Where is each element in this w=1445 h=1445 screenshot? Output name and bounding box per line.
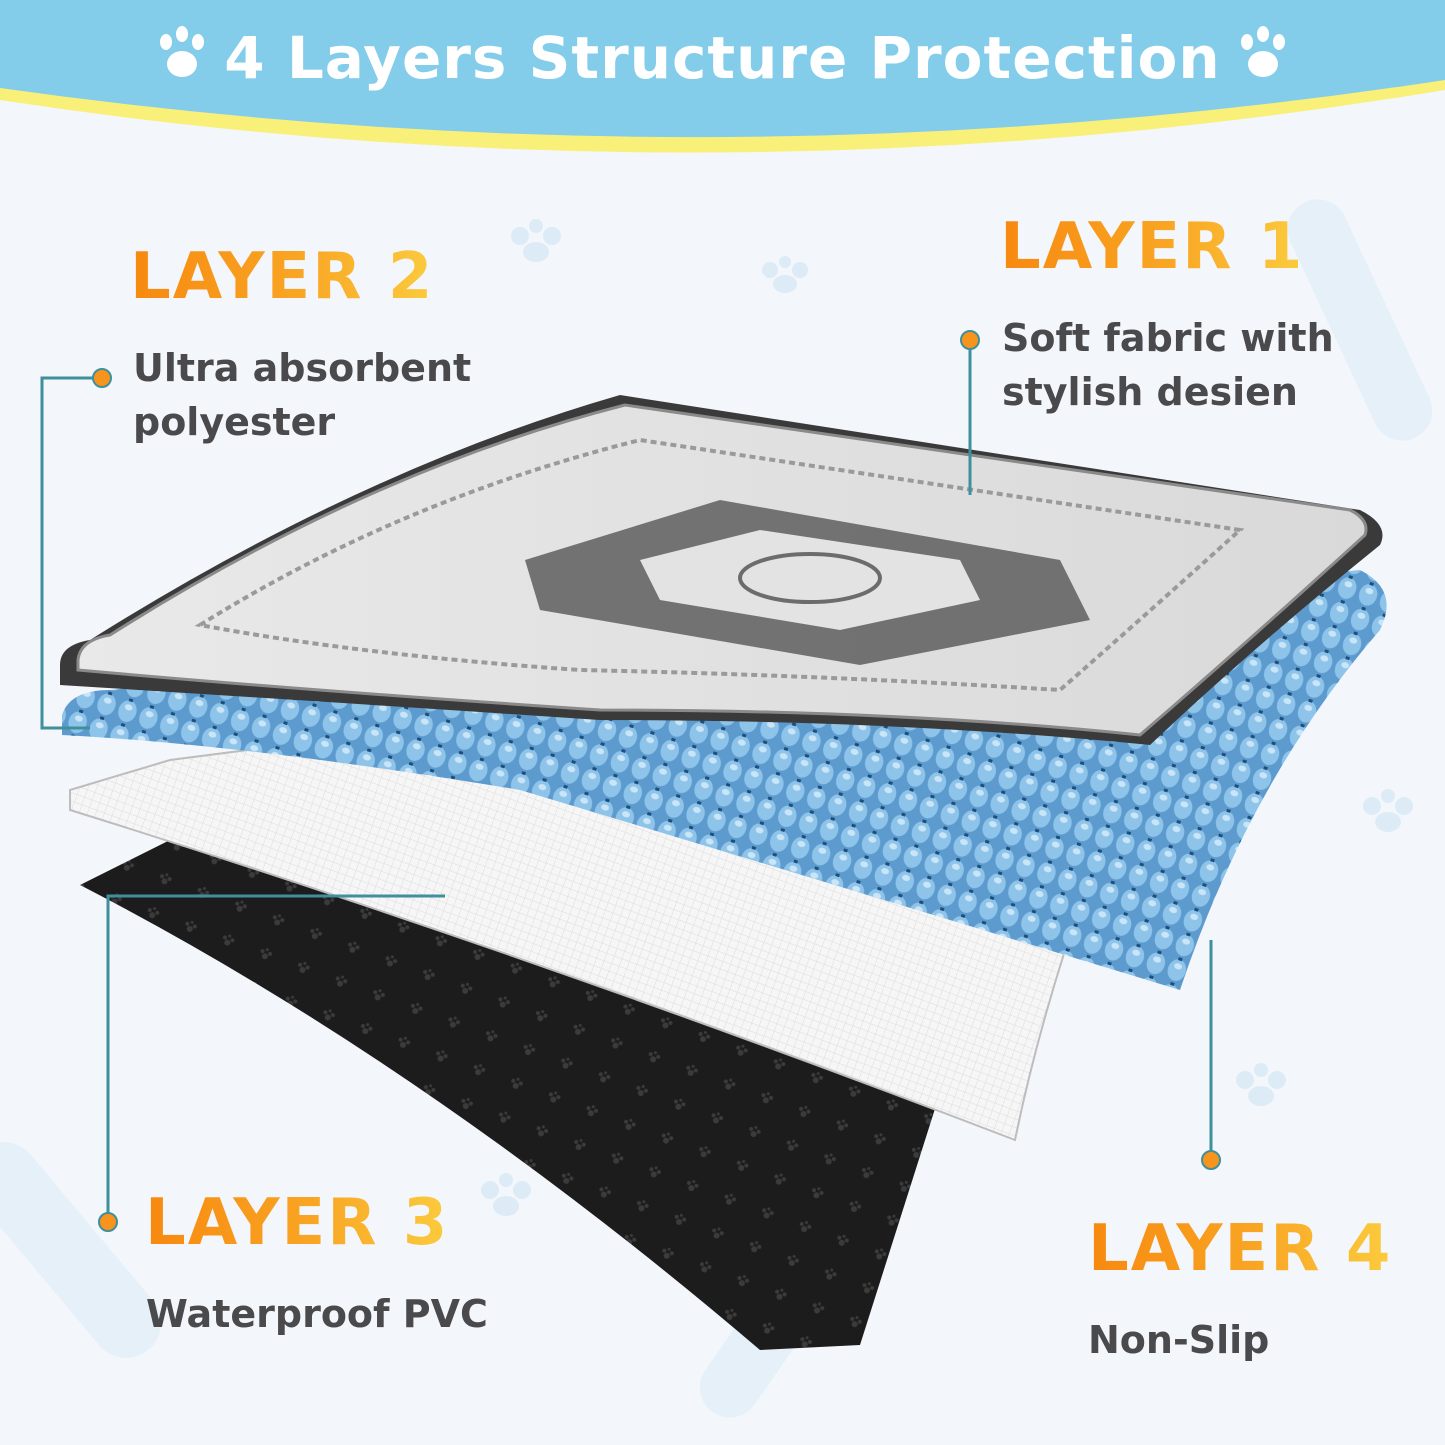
layer-1-description-line-2: stylish desien	[1002, 370, 1298, 414]
layer-1-heading: LAYER 1	[1000, 210, 1305, 284]
connector-layer-4	[1201, 940, 1221, 1170]
layer-2-description-line-2: polyester	[133, 400, 336, 444]
paw-icon	[156, 22, 208, 102]
layer-4-heading: LAYER 4	[1088, 1212, 1393, 1286]
layer-1-description-line-1: Soft fabric with	[1002, 316, 1334, 360]
paw-icon	[481, 219, 1413, 1216]
header-banner	[0, 0, 1445, 153]
page-title: 4 Layers Structure Protection	[0, 18, 1445, 102]
connector-layer-2	[40, 368, 112, 730]
layer-3-description: Waterproof PVC	[146, 1292, 488, 1336]
paw-icon	[1237, 22, 1289, 102]
title-text: 4 Layers Structure Protection	[224, 24, 1221, 92]
layer-2-heading: LAYER 2	[130, 240, 435, 314]
layer-4-description: Non-Slip	[1088, 1318, 1270, 1362]
connector-layer-3	[98, 894, 445, 1232]
layer-1-rug	[60, 395, 1383, 745]
layer-3-heading: LAYER 3	[145, 1186, 450, 1260]
connector-layer-1	[960, 330, 980, 495]
layer-2-description-line-1: Ultra absorbent	[133, 346, 472, 390]
